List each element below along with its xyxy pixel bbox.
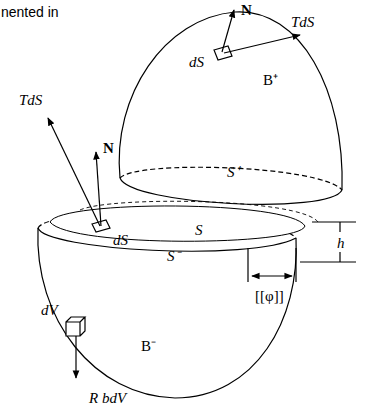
area-label: dS — [188, 54, 205, 71]
caption-fragment: nented in — [0, 4, 60, 20]
traction-label: TdS — [290, 14, 315, 31]
surface-label: S⁺ — [226, 164, 241, 181]
volume-label: dV — [40, 302, 59, 319]
dimension-label: h — [336, 235, 346, 252]
dimension-label: [[φ]] — [254, 288, 285, 305]
area-label: dS — [112, 232, 129, 249]
traction-label: TdS — [18, 92, 43, 109]
normal-vector-label: N — [102, 140, 115, 157]
body-force-label: R bdV — [88, 390, 127, 407]
body-label: B⁺ — [262, 72, 279, 89]
surface-label: S⁻ — [166, 248, 181, 265]
surface-label: S — [194, 222, 204, 239]
body-label: B⁻ — [140, 338, 157, 355]
normal-vector-label: N — [240, 2, 253, 19]
